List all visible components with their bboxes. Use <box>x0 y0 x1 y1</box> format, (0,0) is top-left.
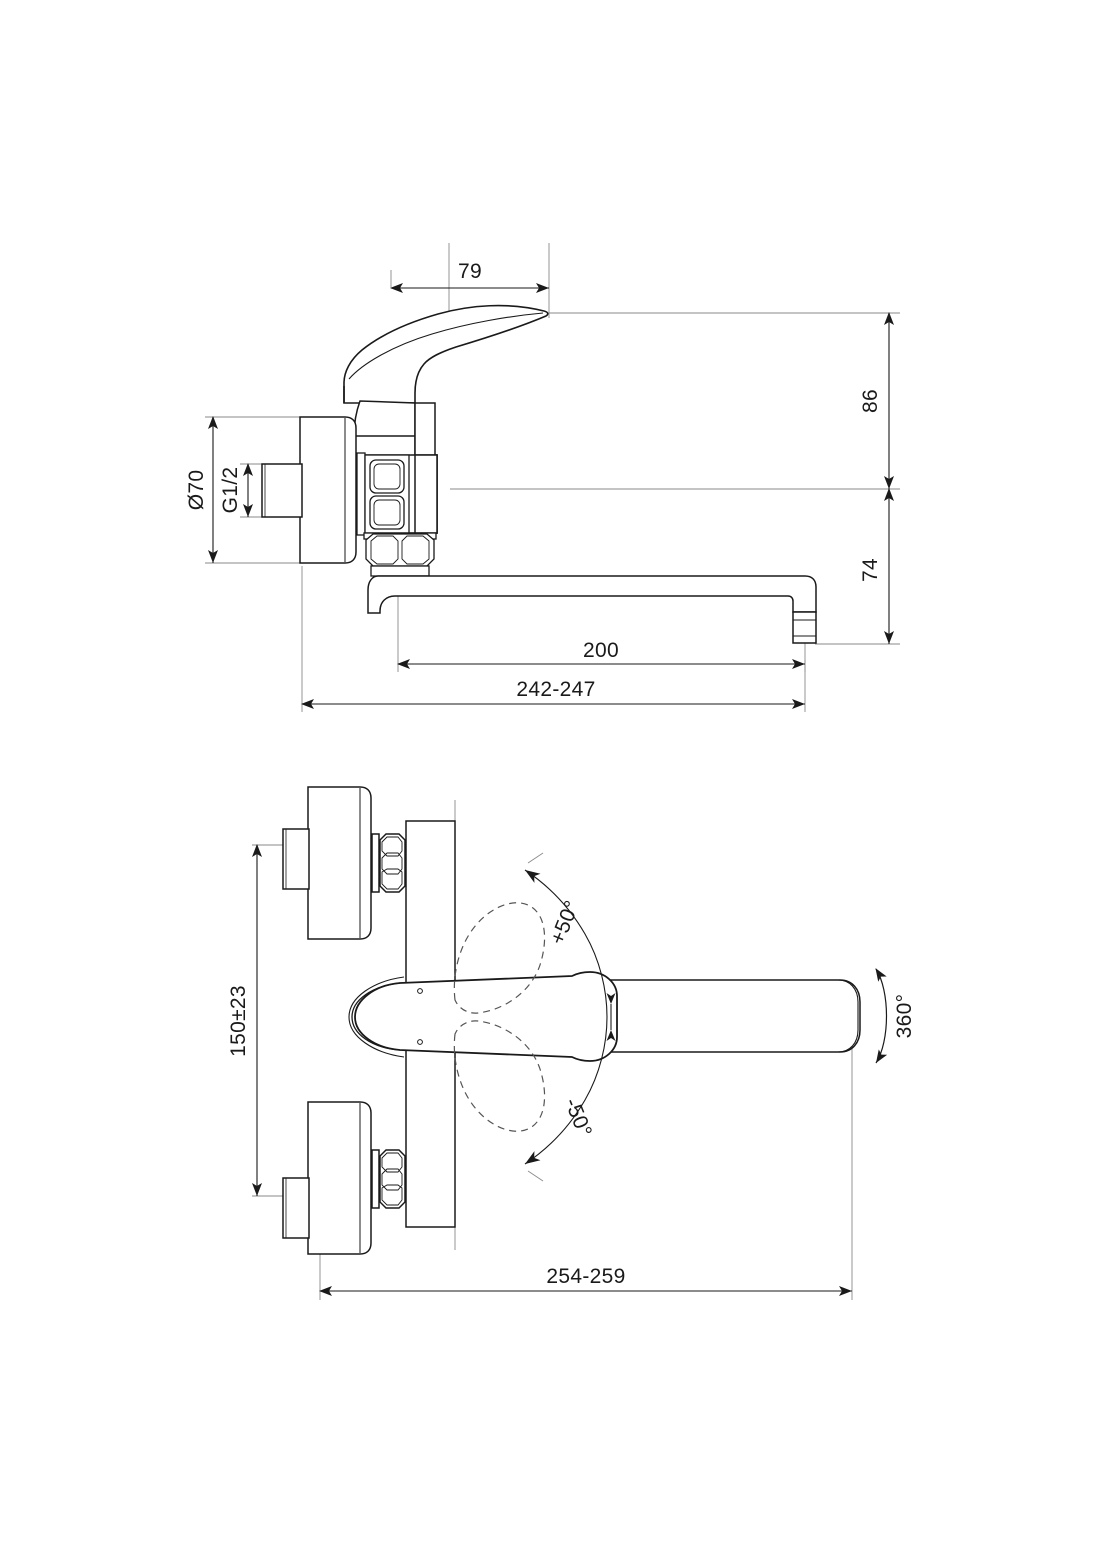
connector-square-lower <box>369 495 405 530</box>
wall-escutcheon <box>299 416 357 564</box>
dim-label-height-above: 86 <box>859 389 882 413</box>
plan-swing-arc-group <box>524 852 616 1182</box>
plan-lever-phantom-up <box>453 902 546 1014</box>
dim-label-spout-rotation: 360° <box>893 994 916 1039</box>
plan-lever-body <box>348 971 618 1062</box>
dim-label-lever-reach: 79 <box>458 260 482 283</box>
connector-square-upper <box>369 459 405 494</box>
plan-lever-collar-arc <box>348 976 405 1058</box>
plan-hexnut-upper-f1 <box>381 836 403 857</box>
swing-arc-upper-extension <box>527 852 544 864</box>
swing-arc-lower-extension <box>527 1170 544 1182</box>
plan-escutcheon-upper <box>307 786 372 940</box>
plan-hexnut-lower-f1 <box>381 1152 403 1173</box>
dim-label-plan-total-length: 254-259 <box>546 1265 625 1288</box>
hexnut-facet-right <box>401 535 430 565</box>
dim-label-inlet-centres: 150±23 <box>227 985 250 1057</box>
plan-swivel-spout <box>569 979 861 1053</box>
dimension-height-above: 86 <box>859 312 894 489</box>
dimension-escutcheon-diameter: Ø70 <box>185 416 218 563</box>
hexnut-base-ring <box>370 565 430 577</box>
connector-square-lower-inner <box>373 499 401 526</box>
plan-lever-outline <box>354 971 618 1062</box>
lever-handle-outline <box>343 304 549 404</box>
plan-hexnut-upper-f3 <box>381 868 403 890</box>
plan-hexnut-lower <box>379 1149 406 1209</box>
dimension-total-projection: 242-247 <box>301 678 805 709</box>
escutcheon-body <box>299 416 357 564</box>
dimension-lever-reach: 79 <box>390 260 549 293</box>
hexnut-facet-left <box>370 535 399 565</box>
swing-arc-lower <box>524 1016 608 1165</box>
plan-lever-phantom-down <box>453 1020 546 1132</box>
connector-square-upper-inner <box>373 463 401 490</box>
dim-label-inlet-thread: G1/2 <box>219 467 242 514</box>
dimension-inlet-thread: G1/2 <box>219 463 253 517</box>
side-elevation-view: 79 <box>185 243 900 712</box>
plan-inlet-nipple-lower <box>282 1177 310 1239</box>
dim-label-height-below: 74 <box>859 558 882 582</box>
plan-inlet-lower <box>282 1101 406 1255</box>
plan-lever-pin-upper <box>417 988 423 994</box>
inlet-thread-body <box>261 463 303 518</box>
dim-label-escutcheon-diameter: Ø70 <box>185 470 208 511</box>
connector-flange <box>356 452 366 536</box>
dim-label-swing-negative: -50° <box>560 1095 596 1141</box>
dimension-inlet-centres: 150±23 <box>227 844 262 1196</box>
spout-rotation-indicator: 360° <box>875 968 916 1064</box>
spout-tip-block <box>792 611 817 644</box>
plan-hexnut-lower-f3 <box>381 1184 403 1206</box>
lever-handle <box>343 304 549 404</box>
plan-nut-flange-upper <box>371 833 380 893</box>
swivel-spout-side <box>367 575 817 644</box>
dimension-spout-projection: 200 <box>397 639 805 669</box>
plan-inlet-nipple-upper <box>282 828 310 890</box>
plan-escutcheon-lower <box>307 1101 372 1255</box>
dim-label-total-projection: 242-247 <box>516 678 595 701</box>
spout-hex-nut <box>363 532 437 577</box>
rotation-arc-arrow <box>875 968 888 1064</box>
body-right-face <box>414 454 438 534</box>
plan-lever-swing-phantom <box>453 902 546 1132</box>
connector-assembly <box>356 452 410 536</box>
plan-inlet-upper <box>282 786 406 940</box>
plan-lever-back-arc <box>351 982 401 1051</box>
swing-arc-upper <box>524 869 608 1018</box>
plan-nut-flange-lower <box>371 1149 380 1209</box>
plan-hexnut-upper <box>379 833 406 893</box>
hexnut-outer <box>365 533 435 567</box>
dimension-height-below: 74 <box>859 488 894 644</box>
dimension-plan-total-length: 254-259 <box>319 1265 852 1296</box>
plan-lever-pin-lower <box>417 1039 423 1045</box>
plan-spout-tip-arc <box>837 979 859 1053</box>
lever-top-edge-line <box>348 312 544 380</box>
inlet-nipple <box>261 463 303 518</box>
plan-view: +50° -50° 360° 150±23 254-259 <box>227 786 916 1300</box>
spout-arm-outline <box>367 575 817 614</box>
dim-label-spout-projection: 200 <box>583 639 619 662</box>
